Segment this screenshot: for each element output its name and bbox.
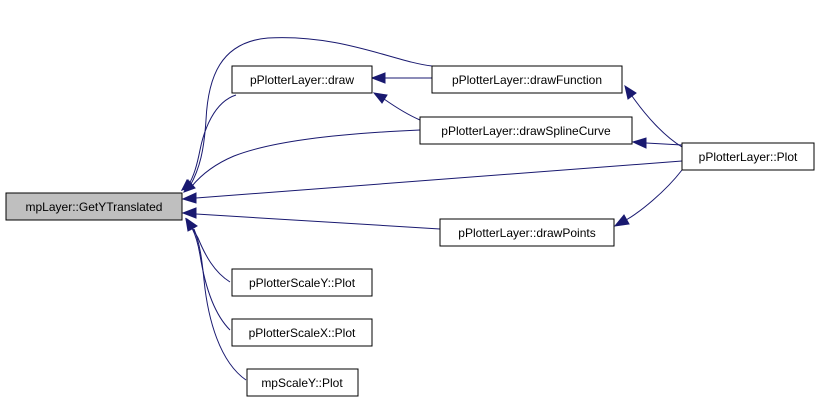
node-get-y-translated[interactable]: mpLayer::GetYTranslated (5, 192, 183, 221)
node-mp-scale-y-plot[interactable]: mpScaleY::Plot (246, 368, 359, 397)
edge-mpscaley-to-getytranslated (186, 217, 247, 381)
node-label: pPlotterLayer::drawPoints (458, 226, 595, 240)
edge-draw-to-getytranslated (180, 94, 237, 191)
edge-drawfunction-to-getytranslated (180, 37, 433, 191)
node-label: mpLayer::GetYTranslated (26, 200, 163, 214)
node-plotter-layer-plot[interactable]: pPlotterLayer::Plot (681, 142, 815, 171)
edge-drawfunction-to-draw (370, 72, 432, 84)
node-draw-spline-curve[interactable]: pPlotterLayer::drawSplineCurve (419, 116, 633, 145)
edge-plot-to-drawfunction (624, 84, 683, 148)
edge-drawspline-to-draw (372, 92, 421, 121)
edge-scalex-to-getytranslated (185, 217, 231, 331)
node-scale-x-plot[interactable]: pPlotterScaleX::Plot (231, 318, 373, 347)
edge-plot-to-getytranslated (181, 160, 683, 204)
node-label: pPlotterScaleY::Plot (249, 276, 356, 290)
node-scale-y-plot[interactable]: pPlotterScaleY::Plot (231, 268, 373, 297)
node-label: pPlotterLayer::drawFunction (452, 73, 602, 87)
edge-drawpoints-to-getytranslated (181, 207, 441, 230)
node-label: mpScaleY::Plot (261, 376, 343, 390)
node-label: pPlotterScaleX::Plot (249, 326, 356, 340)
edge-plot-to-drawspline (631, 137, 683, 149)
node-draw-points[interactable]: pPlotterLayer::drawPoints (439, 218, 615, 247)
node-label: pPlotterLayer::draw (250, 73, 354, 87)
node-draw-function[interactable]: pPlotterLayer::drawFunction (431, 65, 623, 94)
edge-drawspline-to-getytranslated (183, 129, 421, 193)
edge-plot-to-drawpoints (613, 169, 683, 227)
node-label: pPlotterLayer::Plot (699, 150, 798, 164)
node-label: pPlotterLayer::drawSplineCurve (441, 124, 611, 138)
node-draw[interactable]: pPlotterLayer::draw (231, 65, 373, 94)
